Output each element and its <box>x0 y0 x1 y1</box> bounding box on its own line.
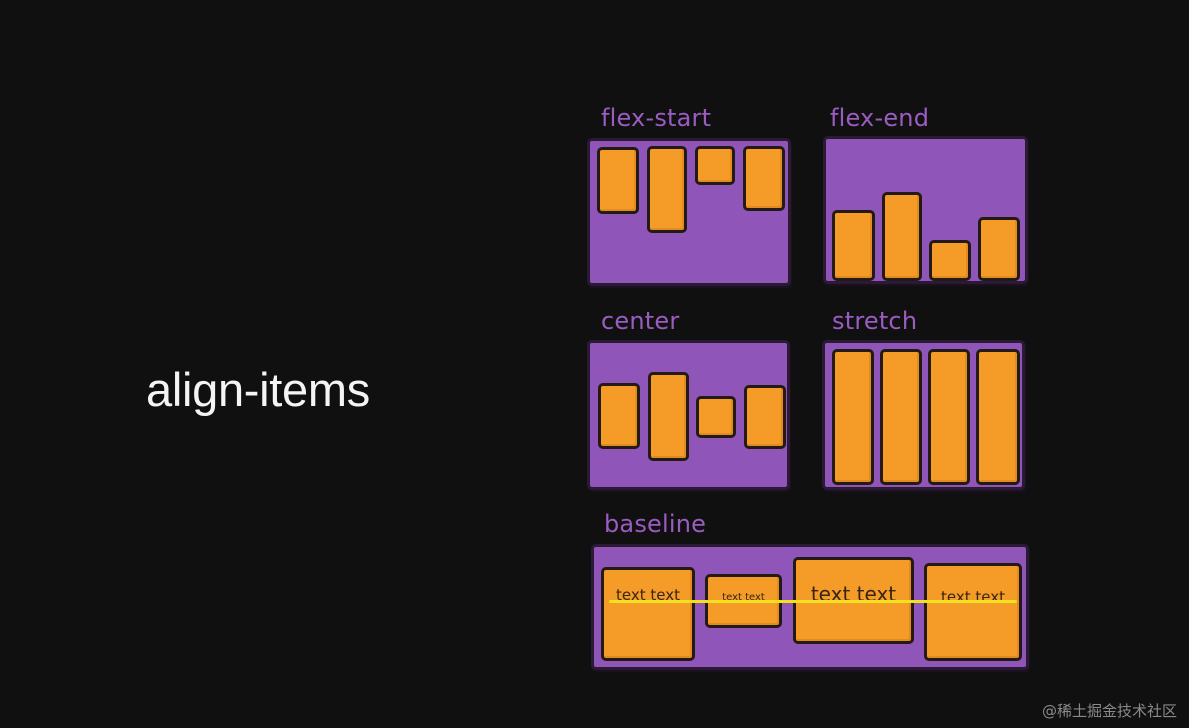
flex-end-item-3 <box>929 240 971 281</box>
flex-end-item-1 <box>832 210 875 281</box>
stretch-item-4 <box>976 349 1020 485</box>
center-item-3 <box>696 396 736 438</box>
baseline-item-1: text text <box>601 567 695 661</box>
watermark: @稀土掘金技术社区 <box>1041 702 1177 720</box>
center-panel <box>587 340 790 490</box>
flex-start-panel <box>587 138 791 286</box>
main-title: align-items <box>146 363 370 416</box>
center-item-1 <box>598 383 640 449</box>
flex-end-label: flex-end <box>830 104 930 132</box>
flex-start-item-2 <box>647 146 687 233</box>
baseline-guide-line <box>609 600 1017 603</box>
center-item-2 <box>648 372 689 461</box>
baseline-item-3-text: text text <box>810 582 897 606</box>
flex-end-panel <box>823 136 1028 284</box>
flex-start-item-4 <box>743 146 785 211</box>
stretch-item-3 <box>928 349 970 485</box>
stretch-item-2 <box>880 349 922 485</box>
stretch-label: stretch <box>832 307 918 335</box>
flex-end-item-4 <box>978 217 1020 281</box>
center-item-4 <box>744 385 786 449</box>
baseline-panel: text text text text text text text text <box>591 544 1029 670</box>
baseline-label: baseline <box>604 510 707 538</box>
flex-start-item-1 <box>597 147 639 214</box>
baseline-item-2-text: text text <box>722 592 765 603</box>
flex-start-item-3 <box>695 146 735 185</box>
baseline-item-1-text: text text <box>616 586 680 604</box>
center-label: center <box>601 307 680 335</box>
stretch-panel <box>822 340 1025 490</box>
baseline-item-4: text text <box>924 563 1022 661</box>
flex-start-label: flex-start <box>601 104 712 132</box>
stretch-item-1 <box>832 349 874 485</box>
flex-end-item-2 <box>882 192 922 281</box>
